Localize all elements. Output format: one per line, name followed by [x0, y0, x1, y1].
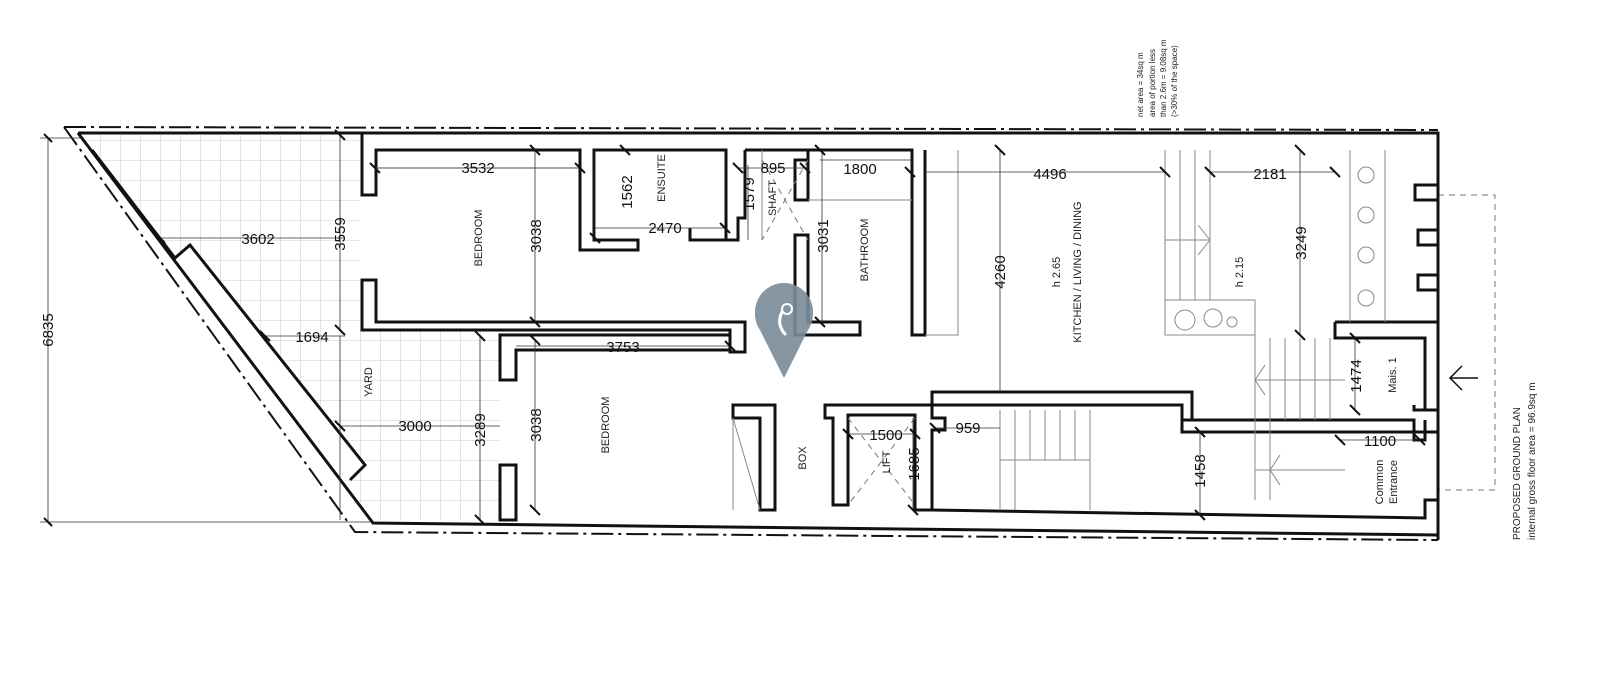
- plan-title: PROPOSED GROUND PLAN: [1512, 407, 1523, 540]
- rear-height: h 2.15: [1234, 257, 1246, 288]
- room-bathroom: BATHROOM: [859, 219, 871, 282]
- area-notes: net area = 34sq m area of portion less t…: [1136, 39, 1179, 117]
- dim-yard-mid: 1694: [295, 329, 328, 346]
- map-pin-icon[interactable]: [754, 283, 813, 378]
- dim-ensuite-width: 2470: [648, 220, 681, 237]
- dim-ensuite-depth: 1562: [619, 175, 636, 208]
- dimension-labels: 3532 2470 895 1800 4496 2181 3602 1694 3…: [40, 160, 1396, 488]
- yard-paving: [80, 135, 500, 520]
- dim-entrance-width: 1100: [1364, 433, 1396, 450]
- dim-overall-depth: 6835: [40, 313, 57, 346]
- room-bedroom-1: BEDROOM: [473, 210, 485, 267]
- dim-bathroom-depth: 3031: [815, 219, 832, 252]
- room-ensuite: ENSUITE: [656, 154, 668, 202]
- dim-rear-width: 2181: [1253, 166, 1286, 183]
- room-common-entrance-2: Entrance: [1388, 460, 1400, 504]
- dim-kitchen-width: 4496: [1033, 166, 1066, 183]
- room-mais: Mais. 1: [1387, 357, 1399, 392]
- dim-yard-bottom-width: 3000: [398, 418, 431, 435]
- dim-yard-top-depth: 3559: [332, 217, 349, 250]
- dim-bedroom1-depth: 3038: [528, 219, 545, 252]
- note-line: area of portion less: [1148, 49, 1157, 117]
- dimension-ticks: [43, 129, 1426, 527]
- room-lift: LIFT: [881, 450, 893, 473]
- dim-kitchen-depth: 4260: [992, 255, 1009, 288]
- room-yard: YARD: [363, 367, 375, 397]
- dim-lift-depth: 1685: [906, 447, 923, 480]
- room-shaft: SHAFT: [767, 180, 779, 216]
- dim-shaft-depth: 1579: [741, 177, 758, 210]
- site-boundary: [63, 126, 1496, 541]
- kitchen-height: h 2.65: [1051, 257, 1063, 288]
- room-bedroom-2: BEDROOM: [600, 397, 612, 454]
- dim-bathroom-width: 1800: [843, 161, 876, 178]
- dim-rear-depth: 3249: [1293, 226, 1310, 259]
- note-line: than 2.6m = 9.08sq m: [1159, 39, 1168, 117]
- room-labels: BEDROOM ENSUITE SHAFT BATHROOM KITCHEN /…: [363, 154, 1400, 504]
- dim-stair-width: 959: [955, 420, 980, 437]
- dim-bedroom2-width: 3753: [606, 339, 639, 356]
- dim-yard-top-width: 3602: [241, 231, 274, 248]
- note-line: (>30% of the space): [1170, 45, 1179, 117]
- room-kitchen: KITCHEN / LIVING / DINING: [1072, 201, 1084, 342]
- dim-yard-bottom-depth: 3289: [472, 413, 489, 446]
- dim-bedroom1-width: 3532: [461, 160, 494, 177]
- room-common-entrance-1: Common: [1374, 460, 1386, 505]
- dim-bedroom2-depth: 3038: [528, 408, 545, 441]
- note-line: net area = 34sq m: [1136, 52, 1145, 117]
- dim-lift-width: 1500: [869, 427, 902, 444]
- dim-stair-depth: 1458: [1192, 454, 1209, 487]
- plan-subtitle: internal gross floor area = 96.9sq m: [1527, 382, 1538, 540]
- dim-shaft-width: 895: [760, 160, 785, 177]
- arrow-left-icon: [1448, 365, 1478, 391]
- dim-mais-depth: 1474: [1348, 359, 1365, 392]
- room-box: BOX: [797, 446, 809, 470]
